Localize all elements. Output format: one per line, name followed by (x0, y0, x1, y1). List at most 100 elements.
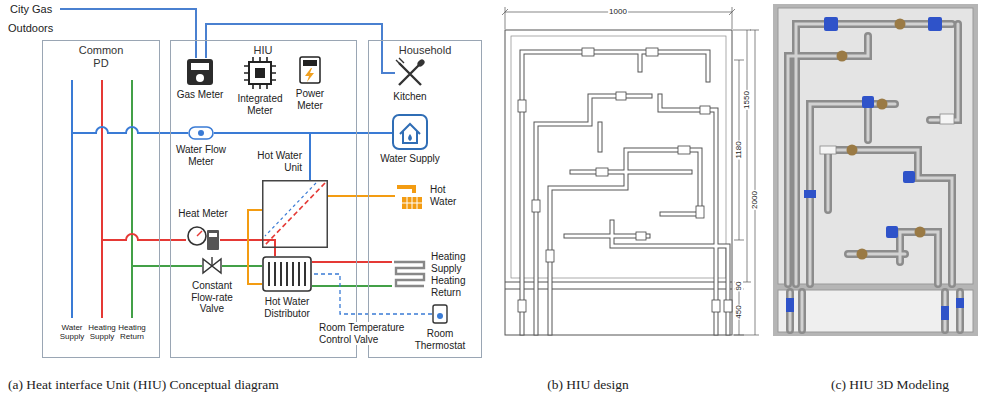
fork-tines (396, 58, 404, 66)
flow-meter-node: Water Flow Meter (188, 126, 214, 140)
chip-core (255, 68, 265, 78)
flow-valve-icon (203, 257, 221, 273)
primary-side-line (265, 183, 325, 245)
pipe-highlight (788, 24, 960, 330)
kitchen-icon (396, 58, 426, 85)
node-label: Household (399, 44, 452, 57)
source-label: City Gas (10, 3, 52, 16)
cabinet-frame (505, 30, 732, 335)
node-label: Water Flow Meter (172, 144, 230, 167)
heating-return-branch (132, 265, 202, 267)
fitting (532, 200, 540, 212)
utensil-handles (399, 63, 421, 85)
meter-dial (198, 130, 204, 136)
zone-label: Outdoors (8, 22, 53, 35)
pipe-connector (222, 265, 262, 267)
fitting (877, 99, 888, 110)
node-label: Common PD (75, 44, 127, 69)
node-label: Heat Meter (178, 208, 227, 220)
node-label: Hot Water Distributor (257, 296, 317, 319)
floor-heating-icon (394, 262, 424, 286)
gauge-needle (197, 231, 202, 236)
gas-meter-node: Gas Meter (186, 58, 214, 86)
fitting (678, 146, 690, 154)
width-dimension (502, 7, 735, 29)
water-supply-node: Water Supply (392, 114, 428, 150)
fitting (724, 300, 732, 312)
icon-frame (393, 115, 427, 149)
fitting (696, 206, 704, 218)
node-label: Gas Meter (177, 89, 224, 101)
node-label: Water Supply (380, 153, 440, 165)
hot-water-icon (397, 187, 422, 209)
brass-fittings (837, 19, 926, 260)
meter (786, 298, 794, 312)
riser-label: Heating Supply (85, 323, 119, 341)
meter (886, 226, 898, 238)
fitting (940, 114, 954, 124)
meter-body (187, 59, 213, 85)
pipe-connector (312, 261, 392, 263)
riser-label: Heating Return (115, 323, 149, 341)
pipe-inner (522, 52, 728, 333)
pipe-fittings (518, 48, 732, 312)
meter-display (191, 63, 209, 70)
dimension-lines (502, 7, 759, 335)
heating-supply-branch (102, 234, 186, 240)
fitting (915, 227, 926, 238)
node-label: Heating Supply (431, 251, 477, 274)
pipe-connector (312, 285, 392, 287)
secondary-side-line (265, 183, 316, 236)
pipe-connector (328, 195, 395, 197)
fitting (616, 92, 626, 100)
thermostat-dial (437, 313, 443, 319)
pipe-body (788, 24, 960, 330)
meter (903, 171, 915, 183)
water-branch-pipe (72, 127, 188, 133)
fitting (646, 48, 658, 56)
fitting (712, 300, 720, 312)
fitting (700, 106, 710, 114)
integrated-meter-node: Integrated Meter (243, 56, 277, 90)
meter (862, 96, 874, 108)
node-label: Kitchen (393, 91, 426, 103)
heating-return-riser (131, 80, 133, 318)
cabinet-divider (505, 282, 732, 283)
dimension-text: 1550 (742, 90, 751, 110)
fitting (596, 168, 608, 176)
thermostat-body (433, 305, 447, 323)
meter (804, 190, 816, 198)
node-label: Hot Water Unit (252, 150, 302, 173)
fitting (636, 232, 646, 240)
valve-stem (211, 257, 212, 266)
cabinet-divider (505, 289, 732, 290)
cabinet-dimension (733, 30, 751, 282)
water-supply-icon (393, 115, 427, 149)
integrated-meter-icon (244, 57, 276, 89)
node-label: Power Meter (292, 88, 328, 111)
dimension-text: 1000 (608, 7, 628, 16)
total-dimension (733, 30, 759, 335)
region-box: HouseholdKitchenWater SupplyHot WaterHea… (368, 40, 482, 358)
model-render (773, 4, 978, 336)
distributor-icon (263, 257, 311, 291)
pipe-connector (206, 24, 395, 73)
fitting (837, 51, 848, 62)
meter-body (300, 57, 320, 83)
node-label: Heating Return (431, 275, 477, 298)
fitting (582, 48, 594, 56)
dimension-text: 1180 (734, 140, 743, 159)
upper-cabinet (511, 36, 726, 278)
render-ground (773, 4, 978, 336)
fitting (518, 100, 526, 112)
pipe-outline (522, 52, 728, 333)
dimension-text: 2000 (750, 190, 759, 210)
faucet (397, 187, 414, 193)
dimension-text: 90 (734, 281, 743, 292)
heating-coil (394, 262, 424, 286)
riser-label: Water Supply (55, 323, 89, 341)
callout-label: Room Temperature Control Valve (318, 322, 412, 345)
